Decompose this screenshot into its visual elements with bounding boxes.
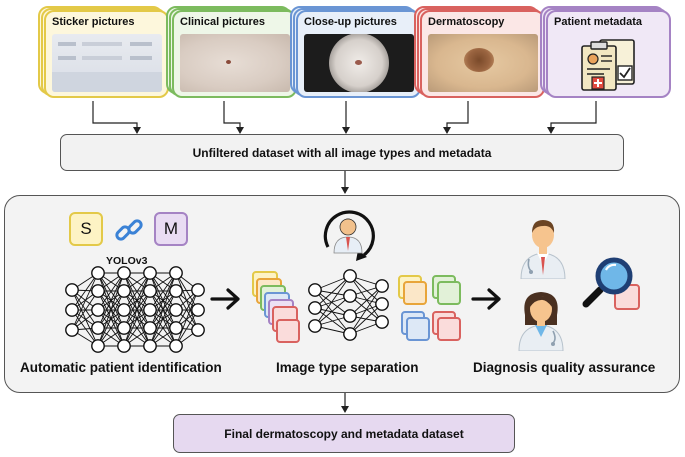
- network-node: [65, 323, 79, 337]
- patient-metadata-label: Patient metadata: [554, 16, 643, 28]
- network-node: [91, 339, 105, 353]
- network-node: [169, 284, 183, 298]
- sticker-pictures-label: Sticker pictures: [52, 16, 135, 28]
- close-up-pictures-label: Close-up pictures: [304, 16, 397, 28]
- link-icon: [115, 219, 143, 241]
- male-doctor-icon: [520, 220, 566, 279]
- sticker-tile: S: [69, 212, 103, 246]
- network-node: [308, 319, 322, 333]
- network-node: [91, 266, 105, 280]
- medical-record-icon: [581, 39, 635, 91]
- network-node: [308, 301, 322, 315]
- network-node: [91, 303, 105, 317]
- dermatoscopy-thumbnail: [428, 34, 538, 92]
- magnifier-icon: [582, 257, 633, 308]
- female-doctor-icon: [518, 292, 564, 351]
- doctor-review-cycle-icon: [323, 210, 375, 261]
- network-node: [375, 297, 389, 311]
- unfiltered-dataset-label: Unfiltered dataset with all image types …: [192, 145, 492, 160]
- network-node: [191, 283, 205, 297]
- network-node: [143, 321, 157, 335]
- metadata-tile: M: [154, 212, 188, 246]
- network-node: [117, 321, 131, 335]
- yolo-model-label: YOLOv3: [106, 255, 148, 267]
- network-node: [375, 315, 389, 329]
- network-node: [343, 289, 357, 303]
- sticker-picture-thumbnail: [52, 34, 162, 92]
- network-node: [117, 266, 131, 280]
- clinical-picture-thumbnail: [180, 34, 290, 92]
- network-node: [117, 339, 131, 353]
- network-node: [169, 339, 183, 353]
- sticker-tile-label: S: [80, 219, 92, 238]
- network-node: [169, 266, 183, 280]
- network-node: [343, 327, 357, 341]
- network-node: [169, 303, 183, 317]
- network-node: [343, 309, 357, 323]
- network-node: [117, 303, 131, 317]
- network-node: [143, 339, 157, 353]
- metadata-tile-label: M: [163, 219, 179, 238]
- unfiltered-dataset-box: Unfiltered dataset with all image types …: [60, 134, 624, 171]
- image-type-separation-label: Image type separation: [276, 360, 419, 375]
- network-node: [169, 321, 183, 335]
- final-dataset-box: Final dermatoscopy and metadata dataset: [173, 414, 515, 453]
- network-node: [308, 283, 322, 297]
- network-node: [143, 266, 157, 280]
- patient-identification-label: Automatic patient identification: [20, 360, 222, 375]
- dermatoscopy-label: Dermatoscopy: [428, 16, 505, 28]
- network-node: [91, 284, 105, 298]
- network-node: [65, 283, 79, 297]
- network-node: [143, 284, 157, 298]
- close-up-picture-thumbnail: [304, 34, 414, 92]
- quality-assurance-label: Diagnosis quality assurance: [473, 360, 656, 375]
- network-node: [117, 284, 131, 298]
- network-node: [91, 321, 105, 335]
- network-node: [375, 279, 389, 293]
- network-node: [65, 303, 79, 317]
- network-node: [343, 269, 357, 283]
- clinical-pictures-label: Clinical pictures: [180, 16, 265, 28]
- network-node: [191, 303, 205, 317]
- network-node: [143, 303, 157, 317]
- final-dataset-label: Final dermatoscopy and metadata dataset: [224, 426, 464, 441]
- network-node: [191, 323, 205, 337]
